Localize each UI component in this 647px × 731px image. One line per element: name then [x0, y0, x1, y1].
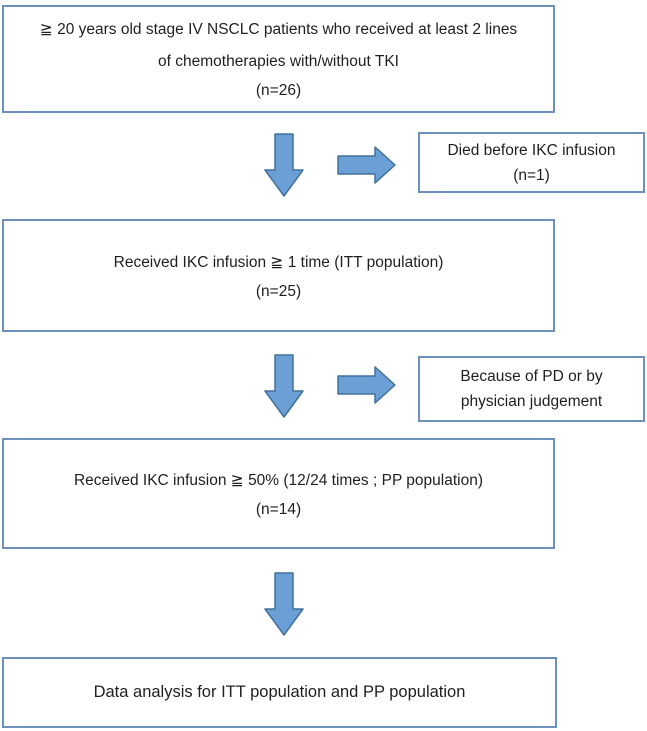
box-died-count: (n=1)	[513, 166, 550, 184]
right-arrow-icon	[337, 146, 396, 184]
box-itt-count: (n=25)	[255, 283, 302, 300]
box-died-line-1: Died before IKC infusion	[447, 141, 616, 159]
box-eligible-line-2: of chemotherapies with/without TKI	[158, 53, 399, 70]
box-died-before-infusion: Died before IKC infusion (n=1)	[418, 132, 645, 193]
box-pd-line-1: Because of PD or by	[460, 368, 603, 385]
box-pd-line-2: physician judgement	[460, 393, 603, 410]
box-pd-or-physician-judgement: Because of PD or by physician judgement	[418, 356, 645, 422]
box-eligible-line-1: ≧ 20 years old stage IV NSCLC patients w…	[39, 21, 518, 38]
down-arrow-icon	[264, 354, 304, 418]
right-arrow-icon	[337, 366, 396, 404]
box-itt-population: Received IKC infusion ≧ 1 time (ITT popu…	[2, 219, 555, 332]
box-pp-count: (n=14)	[255, 501, 302, 518]
box-pp-line-1: Received IKC infusion ≧ 50% (12/24 times…	[73, 472, 484, 489]
box-eligible-patients: ≧ 20 years old stage IV NSCLC patients w…	[2, 5, 555, 113]
down-arrow-icon	[264, 133, 304, 197]
box-eligible-count: (n=26)	[255, 82, 302, 99]
box-pp-population: Received IKC infusion ≧ 50% (12/24 times…	[2, 438, 555, 549]
down-arrow-icon	[264, 572, 304, 636]
box-analysis-line-1: Data analysis for ITT population and PP …	[93, 683, 466, 701]
box-itt-line-1: Received IKC infusion ≧ 1 time (ITT popu…	[113, 254, 444, 271]
box-data-analysis: Data analysis for ITT population and PP …	[2, 657, 557, 728]
